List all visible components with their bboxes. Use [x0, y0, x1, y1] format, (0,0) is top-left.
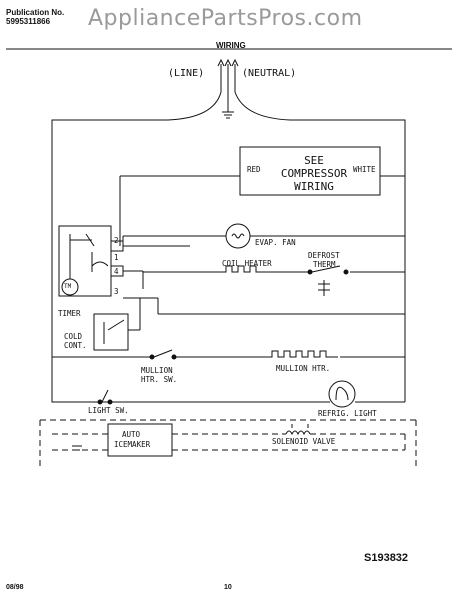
coil-heater-label: COIL HEATER: [222, 259, 272, 268]
tm-label: TM: [64, 283, 72, 290]
diagram-title: WIRING: [216, 41, 246, 50]
neutral-label: (NEUTRAL): [242, 68, 297, 79]
compressor-box: [239, 146, 381, 196]
terminal-4-label: 4: [114, 267, 119, 276]
evap-fan-label: EVAP. FAN: [255, 238, 296, 247]
auto-icemaker-label-1: AUTO: [122, 430, 141, 439]
compressor-note-line-1: SEE: [304, 154, 324, 167]
cold-cont-label-2: CONT.: [64, 341, 87, 350]
neutral-bus: [234, 91, 406, 402]
light-sw-label: LIGHT SW.: [88, 406, 129, 415]
compressor-note-line-3: WIRING: [294, 180, 334, 193]
mullion-sw-label-2: HTR. SW.: [141, 375, 178, 384]
see-compressor-wiring-note: SEE COMPRESSOR WIRING: [270, 154, 358, 193]
page-number: 10: [224, 584, 232, 591]
solenoid-valve-coil: [285, 430, 311, 436]
cold-cont-label-1: COLD: [64, 332, 83, 341]
coil-heater-element: [222, 265, 268, 273]
auto-icemaker-label-2: ICEMAKER: [114, 440, 151, 449]
solenoid-valve-label: SOLENOID VALVE: [272, 437, 336, 446]
mullion-sw-label-1: MULLION: [141, 366, 173, 375]
watermark: AppliancePartsPros.com: [88, 6, 363, 31]
mullion-htr-label: MULLION HTR.: [276, 364, 331, 373]
diagram-code: S193832: [364, 552, 409, 564]
defrost-therm-label-1: DEFROST: [308, 251, 340, 260]
publication-number: 5995311866: [6, 17, 51, 26]
footer-date: 08/98: [6, 584, 24, 591]
white-wire-label: WHITE: [353, 165, 376, 174]
publication-label: Publication No.: [6, 8, 65, 17]
line-bus: [51, 91, 222, 403]
power-plug-arrows: [217, 58, 239, 96]
cold-control-box: [93, 313, 129, 351]
refrig-light-label: REFRIG. LIGHT: [318, 409, 377, 418]
defrost-therm-label-2: THERM.: [313, 260, 341, 269]
refrig-light-bulb: [328, 380, 356, 408]
timer-label: TIMER: [58, 309, 81, 318]
mullion-heater-element: [262, 350, 338, 358]
line-label: (LINE): [168, 68, 205, 79]
ground-symbol: [222, 96, 234, 119]
terminal-1-label: 1: [114, 253, 119, 262]
auto-icemaker-box: [107, 423, 173, 457]
evap-fan-motor: [225, 223, 251, 249]
compressor-note-line-2: COMPRESSOR: [280, 167, 348, 180]
timer-box: [58, 225, 112, 297]
terminal-2-label: 2: [114, 236, 119, 245]
red-wire-label: RED: [247, 165, 261, 174]
terminal-3-label: 3: [114, 287, 119, 296]
icemaker-dashed-frame: [39, 419, 417, 470]
